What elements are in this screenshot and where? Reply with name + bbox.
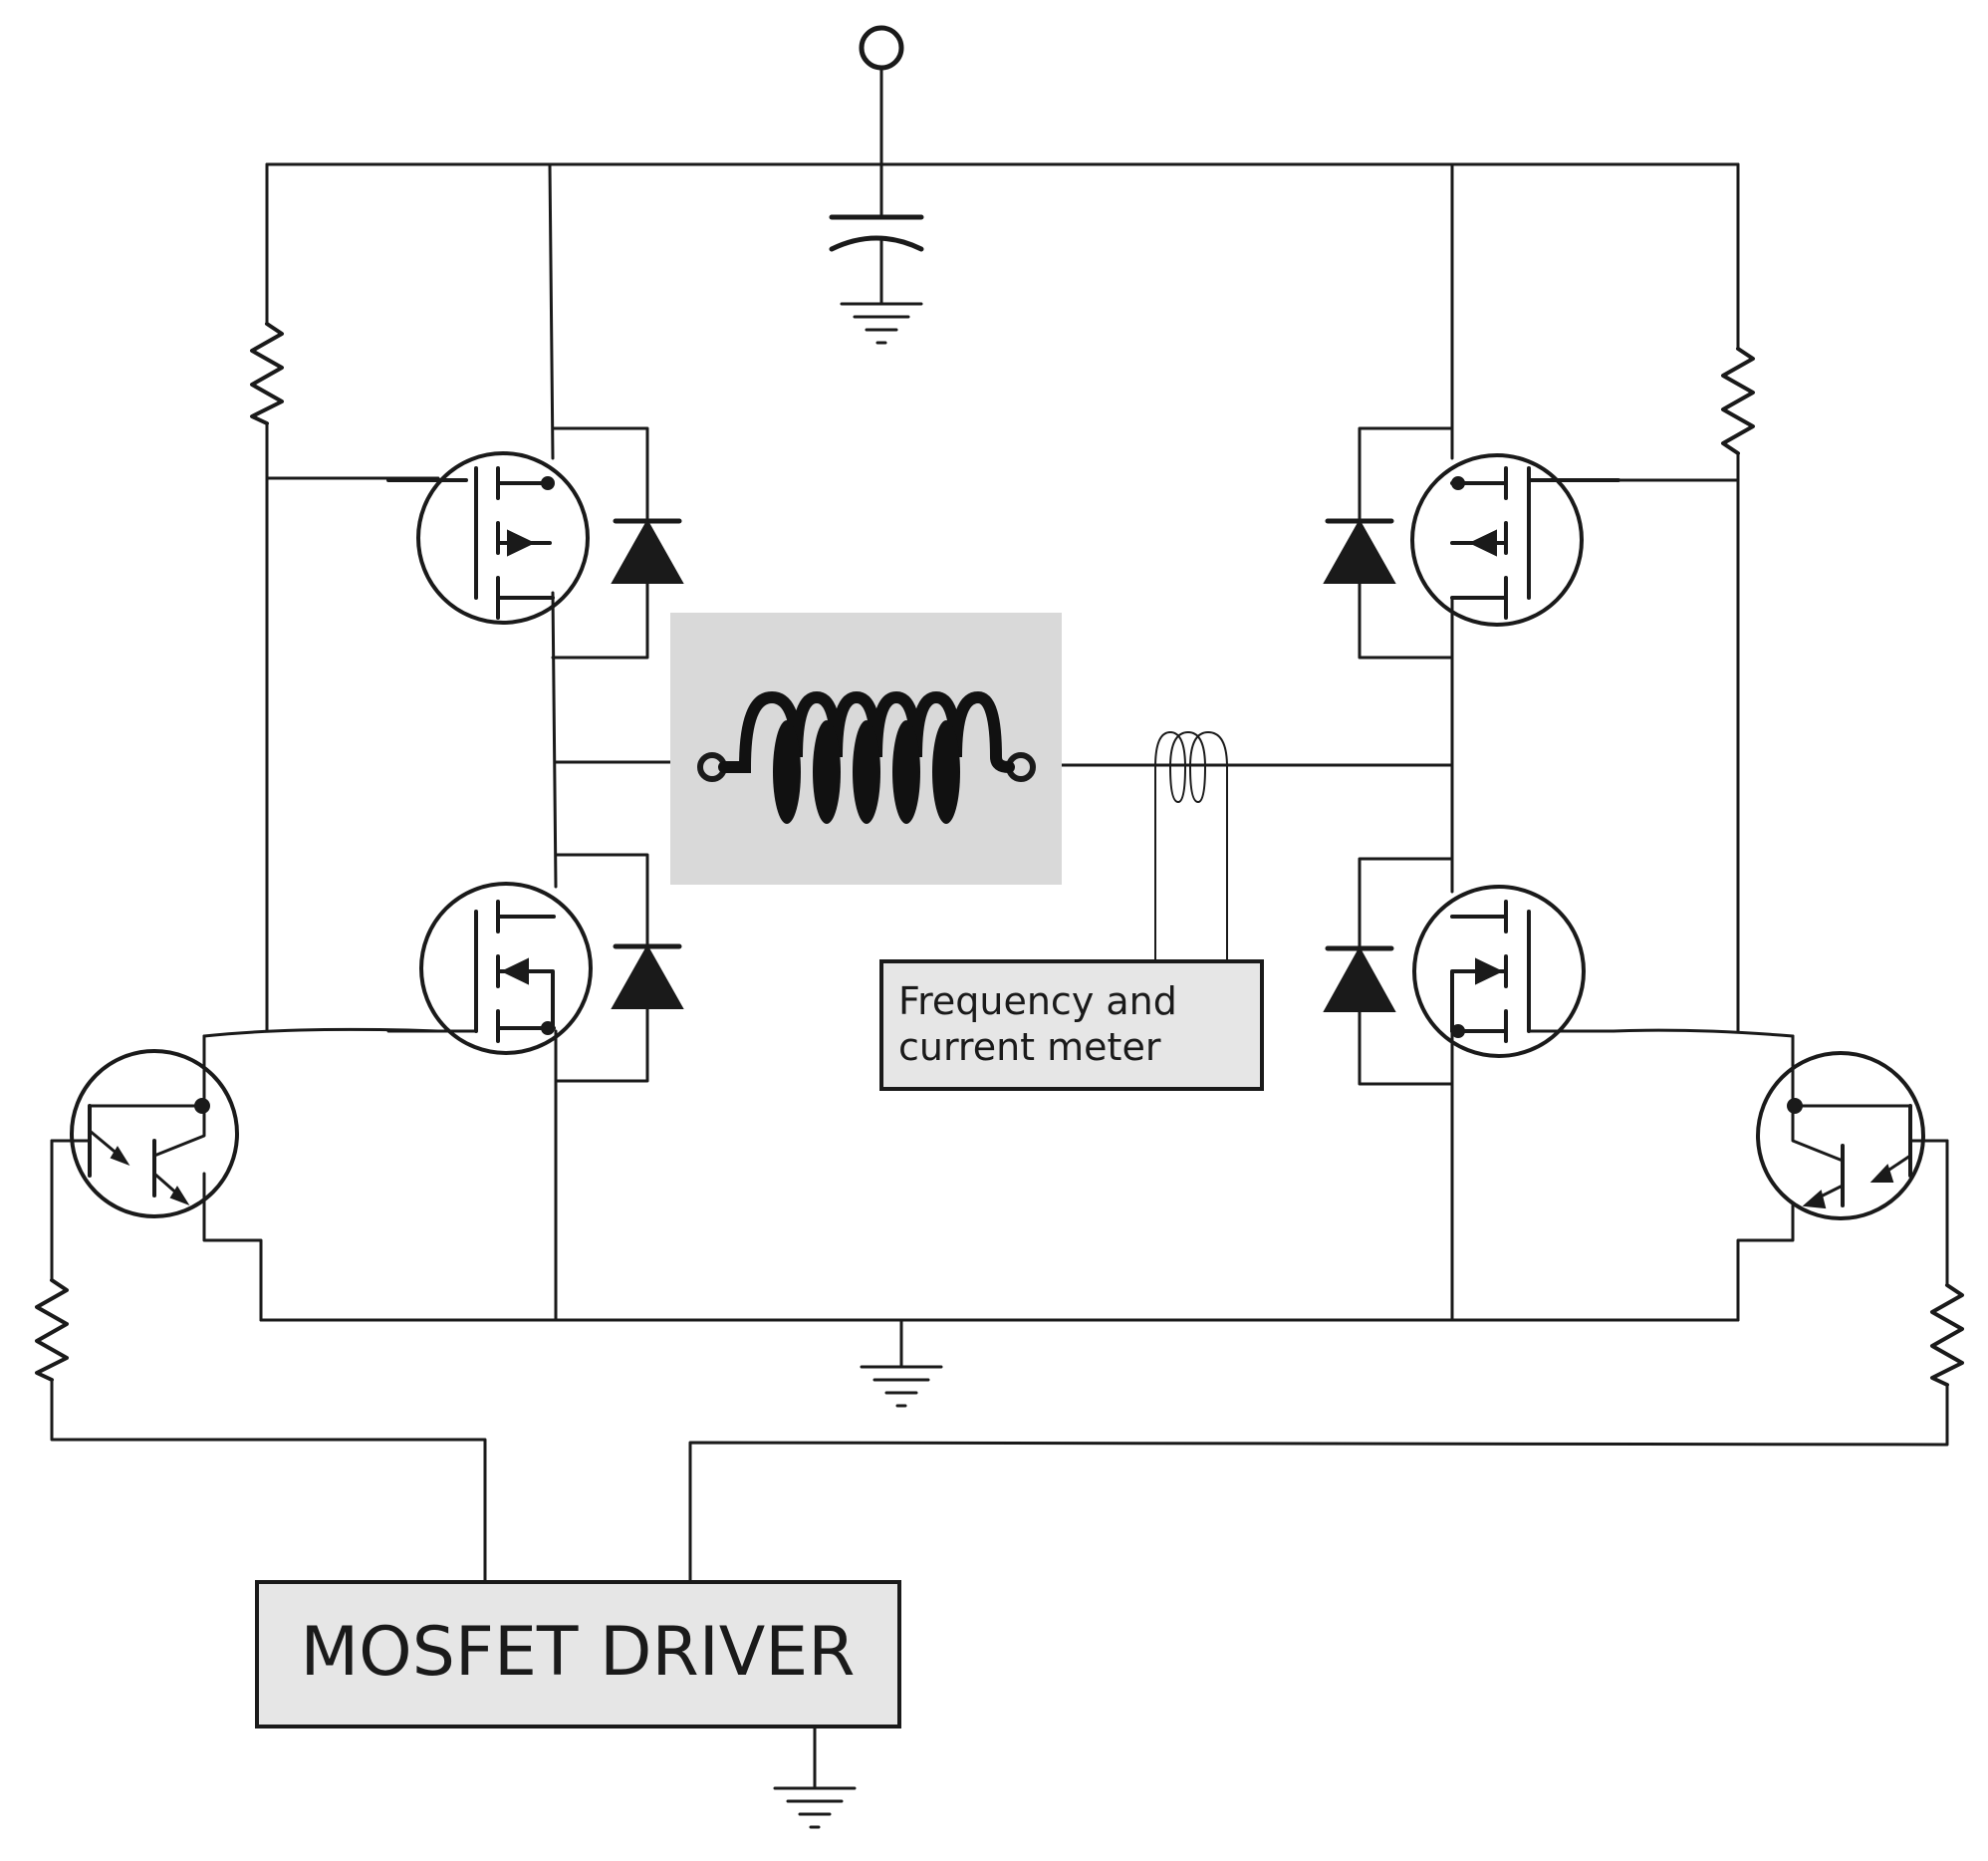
meter-label-line1: Frequency and xyxy=(898,979,1177,1023)
supply-terminal xyxy=(859,25,904,216)
mosfet-top-right xyxy=(1410,453,1620,627)
mosfet-bottom-left xyxy=(386,882,593,1055)
ground-bridge xyxy=(860,1365,943,1408)
darlington-right xyxy=(1612,1028,1949,1322)
mosfet-top-left xyxy=(386,451,590,625)
diode-bottom-right xyxy=(1323,857,1454,1086)
capacitor xyxy=(829,214,924,306)
resistor-gate-top-right xyxy=(1721,347,1755,455)
resistor-base-right xyxy=(688,1139,1964,1584)
resistor-gate-top-left xyxy=(250,322,284,425)
diode-bottom-left xyxy=(554,853,684,1083)
resistor-base-left xyxy=(35,1139,487,1584)
left-wiring xyxy=(265,162,714,1322)
driver-label: MOSFET DRIVER xyxy=(301,1613,856,1692)
mosfet-bottom-right xyxy=(1412,885,1615,1058)
ground-capacitor xyxy=(840,302,923,345)
right-wiring xyxy=(1024,162,1740,1322)
diode-top-left xyxy=(551,426,684,660)
current-sensor-loops xyxy=(1154,731,1228,962)
darlington-left xyxy=(50,1027,440,1322)
work-coil xyxy=(670,613,1062,885)
meter-label-line2: current meter xyxy=(898,1025,1161,1069)
mosfet-driver-box: MOSFET DRIVER xyxy=(255,1580,901,1728)
diode-top-right xyxy=(1323,426,1454,660)
frequency-meter-box: Frequency and current meter xyxy=(879,959,1264,1091)
ground-driver xyxy=(773,1786,857,1829)
